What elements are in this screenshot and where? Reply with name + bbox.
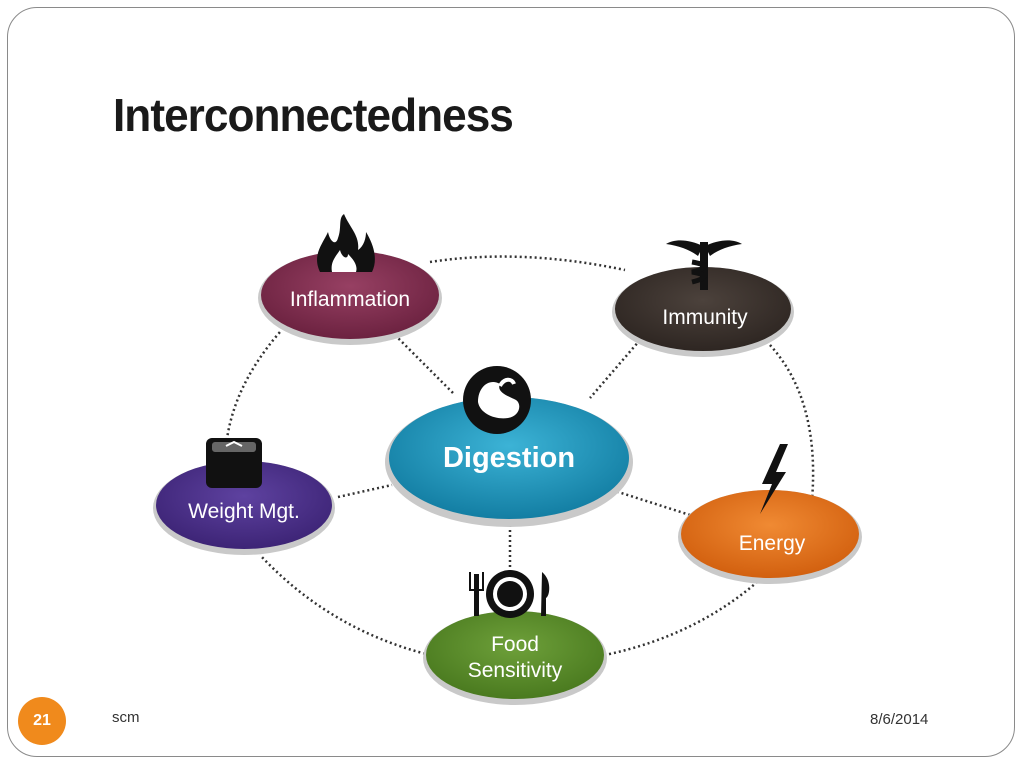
node-weight-management: Weight Mgt.	[153, 461, 335, 555]
slide-title: Interconnectedness	[113, 89, 514, 141]
caduceus-icon	[666, 240, 742, 290]
scale-icon	[206, 438, 262, 488]
node-weight-label: Weight Mgt.	[188, 500, 300, 523]
node-inflammation: Inflammation	[258, 251, 442, 345]
flame-icon	[317, 214, 375, 272]
footer-date: 8/6/2014	[870, 711, 929, 728]
lightning-icon	[760, 444, 788, 514]
node-energy: Energy	[678, 490, 862, 584]
node-food-label-line2: Sensitivity	[468, 659, 563, 682]
stomach-icon	[463, 366, 531, 434]
node-immunity: Immunity	[612, 267, 794, 357]
page-number-badge: 21	[18, 697, 66, 745]
node-food-label-line1: Food	[491, 633, 539, 656]
connector-spokes	[337, 334, 691, 575]
node-food-sensitivity: Food Sensitivity	[423, 611, 607, 705]
plate-icon	[469, 570, 550, 618]
node-digestion-label: Digestion	[443, 442, 575, 474]
node-energy-label: Energy	[739, 532, 806, 555]
node-immunity-label: Immunity	[662, 306, 748, 329]
node-digestion: Digestion	[385, 397, 633, 527]
outer-connector-ring	[223, 255, 815, 657]
node-inflammation-label: Inflammation	[290, 288, 410, 311]
footer-text: scm	[112, 709, 140, 726]
